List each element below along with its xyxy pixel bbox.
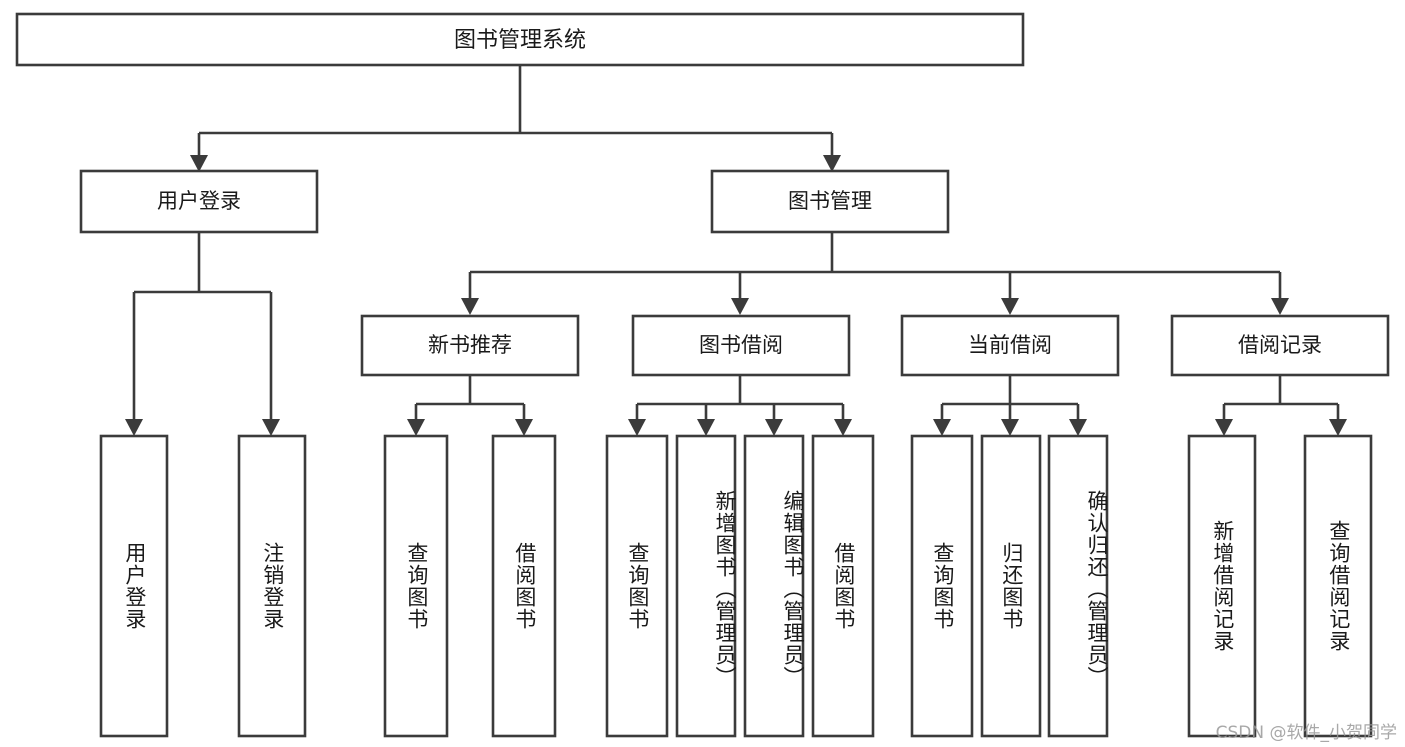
node-book-manage-label: 图书管理	[788, 189, 872, 213]
leaf-rects	[99, 434, 1373, 738]
leaf-box-borrow-book-1	[491, 434, 557, 738]
leaf-box-query-book-2	[605, 434, 669, 738]
leaf-box-logout	[237, 434, 307, 738]
leaf-box-edit-book	[743, 434, 805, 738]
node-book-manage[interactable]: 图书管理	[710, 169, 950, 234]
leaf-box-query-record	[1303, 434, 1373, 738]
node-book-borrow-label: 图书借阅	[699, 333, 783, 357]
connector-user-login-branch	[125, 232, 280, 436]
connector-book-borrow-branch	[628, 375, 852, 436]
leaf-box-user-login	[99, 434, 169, 738]
node-new-book-recommend-label: 新书推荐	[428, 333, 512, 357]
node-current-borrow[interactable]: 当前借阅	[900, 314, 1120, 377]
leaf-box-borrow-book-2	[811, 434, 875, 738]
node-book-borrow[interactable]: 图书借阅	[631, 314, 851, 377]
leaf-box-return-book	[980, 434, 1042, 738]
node-new-book-recommend[interactable]: 新书推荐	[360, 314, 580, 377]
leaf-box-query-book-3	[910, 434, 974, 738]
node-borrow-record-label: 借阅记录	[1238, 333, 1322, 357]
node-current-borrow-label: 当前借阅	[968, 333, 1052, 357]
node-root-label: 图书管理系统	[454, 28, 586, 53]
connector-new-book-recommend-branch	[407, 375, 533, 436]
node-root[interactable]: 图书管理系统	[15, 12, 1025, 67]
connector-book-manage-branch	[461, 232, 1289, 315]
leaf-box-query-book-1	[383, 434, 449, 738]
node-borrow-record[interactable]: 借阅记录	[1170, 314, 1390, 377]
connector-borrow-record-branch	[1215, 375, 1347, 436]
leaf-box-add-record	[1187, 434, 1257, 738]
connector-root-trunk	[199, 65, 832, 135]
node-user-login-label: 用户登录	[157, 189, 241, 213]
csdn-watermark: CSDN @软件_小贺同学	[1215, 723, 1397, 743]
connector-root-to-book-manage	[823, 133, 841, 172]
connector-current-borrow-branch	[933, 375, 1087, 436]
leaf-box-add-book	[675, 434, 737, 738]
node-user-login[interactable]: 用户登录	[79, 169, 319, 234]
leaf-box-confirm-return	[1047, 434, 1109, 738]
connector-root-to-user-login	[190, 133, 208, 172]
